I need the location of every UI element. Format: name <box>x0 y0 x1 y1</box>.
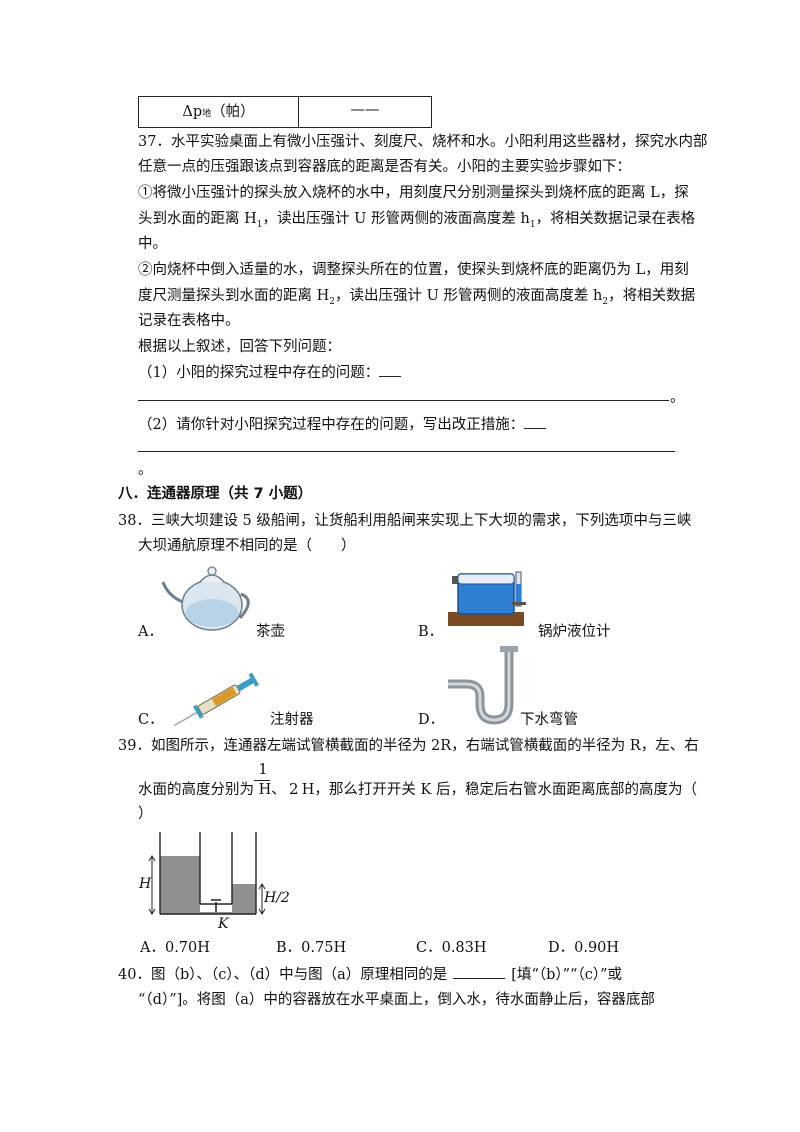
option-b-letter[interactable]: B． <box>418 624 444 640</box>
option-b-caption: 锅炉液位计 <box>538 624 611 640</box>
option-a-letter[interactable]: A． <box>138 624 163 640</box>
option-d-caption: 下水弯管 <box>520 712 578 728</box>
q37-line-7-a: 度尺测量探头到水面的距离 H <box>138 288 330 304</box>
q37-part-1: （1）小阳的探究过程中存在的问题： <box>138 362 402 383</box>
answer-blank[interactable] <box>524 414 547 429</box>
data-table: Δp地（帕） —— <box>138 96 432 128</box>
q37-line-4-a: 头到水面的距离 H <box>138 211 257 227</box>
option-a-caption: 茶壶 <box>256 624 285 640</box>
q37-part-1-end: 。 <box>670 390 685 406</box>
q37-line-8: 记录在表格中。 <box>138 313 240 329</box>
q37-part-2: （2）请你针对小阳探究过程中存在的问题，写出改正措施： <box>138 414 547 435</box>
answer-line[interactable] <box>138 400 669 401</box>
q39-line-3: ） <box>138 806 153 822</box>
unit-label: （帕） <box>211 104 255 120</box>
q37-line-1: 37．水平实验桌面上有微小压强计、刻度尺、烧杯和水。小阳利用这些器材，探究水内部 <box>138 134 708 150</box>
q37-line-9: 根据以上叙述，回答下列问题： <box>138 339 341 355</box>
fraction-denominator: 2 <box>288 780 299 798</box>
q39-option-b[interactable]: B．0.75H <box>276 940 347 956</box>
q39-option-c[interactable]: C．0.83H <box>416 940 487 956</box>
q39-option-d[interactable]: D．0.90H <box>548 940 620 956</box>
answer-blank[interactable] <box>379 362 402 377</box>
q39-option-a[interactable]: A．0.70H <box>140 940 210 956</box>
syringe-icon <box>173 672 259 727</box>
q39-line-1: 39．如图所示，连通器左端试管横截面的半径为 2R，右端试管横截面的半径为 R，… <box>118 738 699 754</box>
q39-line-2-a: 水面的高度分别为 H、 <box>138 782 286 798</box>
fraction-numerator: 1 <box>258 760 268 778</box>
q37-line-5: 中。 <box>138 236 167 252</box>
label-h-half: H/2 <box>264 890 290 906</box>
q38-line-1: 38．三峡大坝建设 5 级船闸，让货船利用船闸来实现上下大坝的需求，下列选项中与… <box>118 513 692 529</box>
q37-part-2-end: 。 <box>138 462 153 478</box>
q37-sub-hh1: 1 <box>529 219 536 230</box>
q37-line-4-c: ，将相关数据记录在表格 <box>535 211 696 227</box>
q37-part-2-text: （2）请你针对小阳探究过程中存在的问题，写出改正措施： <box>138 417 525 433</box>
q40-line-2: “（d）”]。将图（a）中的容器放在水平桌面上，倒入水，待水面静止后，容器底部 <box>138 992 655 1008</box>
answer-line[interactable] <box>138 451 675 452</box>
label-k: K <box>218 916 229 932</box>
q40-line-1-a: 40．图（b）、（c）、（d）中与图（a）原理相同的是 <box>118 967 448 983</box>
option-c-letter[interactable]: C． <box>138 712 164 728</box>
q37-line-7-c: ，将相关数据 <box>608 288 696 304</box>
answer-blank[interactable] <box>453 964 506 979</box>
fraction-bar <box>254 780 270 781</box>
q40-line-1-b: [填“（b）”“（c）”或 <box>511 967 622 983</box>
q37-line-6: ②向烧杯中倒入适量的水，调整探头所在的位置，使探头到烧杯底的距离仍为 L，用刻 <box>138 262 689 278</box>
q37-sub-h1: 1 <box>256 219 263 230</box>
teapot-icon <box>161 566 250 631</box>
q37-line-7: 度尺测量探头到水面的距离 H2，读出压强计 U 形管两侧的液面高度差 h2，将相… <box>138 286 695 312</box>
label-h: H <box>139 876 152 892</box>
q37-line-2: 任意一点的压强跟该点到容器底的距离是否有关。小阳的主要实验步骤如下： <box>138 159 631 175</box>
q37-line-7-b: ，读出压强计 U 形管两侧的液面高度差 h <box>335 288 603 304</box>
table-row-value: —— <box>350 102 380 118</box>
section-title: 八．连通器原理（共 7 小题） <box>118 486 313 502</box>
q37-part-1-text: （1）小阳的探究过程中存在的问题： <box>138 365 380 381</box>
option-c-caption: 注射器 <box>270 712 314 728</box>
delta-p-label: Δp <box>182 104 203 120</box>
q37-line-4: 头到水面的距离 H1，读出压强计 U 形管两侧的液面高度差 h1，将相关数据记录… <box>138 209 695 235</box>
communicating-vessel-diagram <box>148 832 266 915</box>
q37-line-3: ①将微小压强计的探头放入烧杯的水中，用刻度尺分别测量探头到烧杯底的距离 L，探 <box>138 185 689 201</box>
q39-line-2-b: H，那么打开开关 K 后，稳定后右管水面距离底部的高度为（ <box>301 782 697 798</box>
option-d-letter[interactable]: D． <box>418 712 445 728</box>
table-row-label: Δp地（帕） <box>139 97 299 127</box>
q37-sub-h2: 2 <box>329 296 335 307</box>
q38-line-2: 大坝通航原理不相同的是（ ） <box>138 538 356 554</box>
drain-trap-icon <box>448 646 518 725</box>
boiler-gauge-icon <box>448 571 526 626</box>
q37-line-4-b: ，读出压强计 U 形管两侧的液面高度差 h <box>262 211 530 227</box>
q40-line-1: 40．图（b）、（c）、（d）中与图（a）原理相同的是 [填“（b）”“（c）”或 <box>118 964 622 985</box>
delta-p-subscript: 地 <box>202 109 212 119</box>
q37-sub-hh2: 2 <box>602 296 609 307</box>
